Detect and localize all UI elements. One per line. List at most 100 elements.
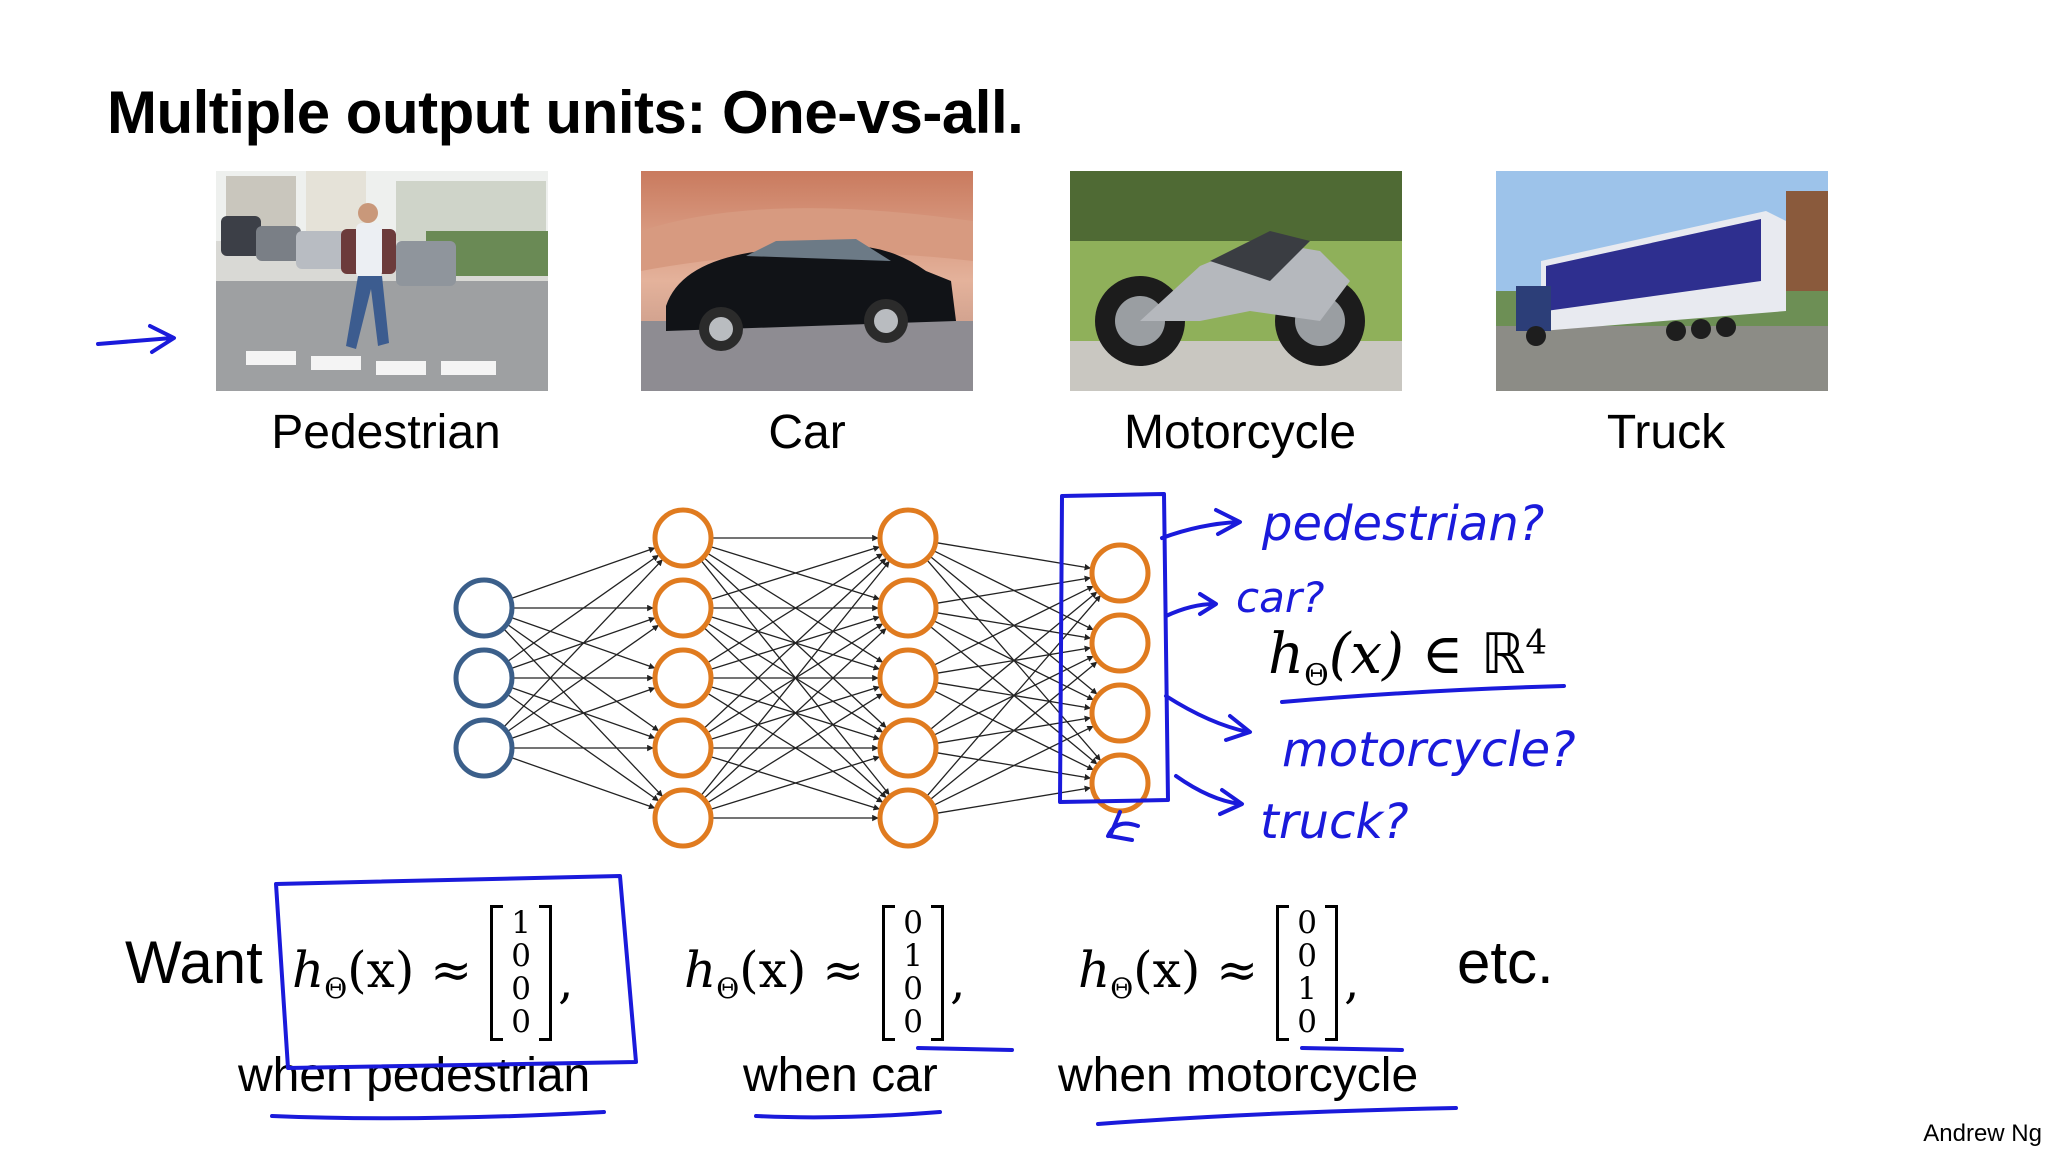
network-edge — [703, 556, 887, 729]
hypothesis-arg: (x) ≈ — [347, 940, 473, 999]
slide-title: Multiple output units: One-vs-all. — [107, 79, 1024, 146]
truck-arrow — [1174, 774, 1244, 816]
output-space-sub: Θ — [1304, 658, 1329, 694]
motorcycle-arrow — [1164, 694, 1252, 742]
class-label-pedestrian: Pedestrian — [271, 406, 501, 459]
hypothesis-pedestrian: hΘ(x) ≈ 1 0 0 0 , — [292, 904, 574, 1041]
comma: , — [558, 954, 574, 1010]
network-edge — [510, 616, 656, 670]
hidden-node — [877, 507, 939, 569]
hidden-node — [877, 787, 939, 849]
input-arrow — [96, 324, 176, 354]
hidden-node — [652, 577, 714, 639]
output-space-in: ∈ — [1421, 622, 1464, 687]
hidden-node — [652, 647, 714, 709]
output-node — [1089, 612, 1151, 674]
network-edge — [706, 552, 884, 663]
network-edge — [932, 619, 1094, 701]
network-edge — [703, 627, 887, 800]
network-edge — [706, 692, 884, 803]
hypothesis-expression: hΘ(x) ≈ — [292, 941, 472, 1005]
underline-motorcycle — [1096, 1106, 1458, 1126]
network-edge — [506, 623, 659, 732]
caption-when-car: when car — [743, 1049, 938, 1102]
network-edge — [506, 693, 659, 802]
vector-entry: 1 — [511, 904, 532, 941]
vector-entry: 0 — [903, 970, 924, 1007]
network-edge — [935, 645, 1092, 675]
class-label-motorcycle: Motorcycle — [1123, 406, 1357, 459]
output-space-h: h — [1268, 622, 1305, 687]
vector-entry: 1 — [1297, 970, 1318, 1007]
hidden-node — [877, 577, 939, 639]
annotation-pedestrian: pedestrian? — [1261, 496, 1544, 552]
hypothesis-sub: Θ — [716, 971, 740, 1005]
output-space-arg: (x) — [1328, 622, 1404, 687]
network-edge — [502, 627, 663, 797]
network-edge — [935, 681, 1092, 711]
etc-label: etc. — [1457, 929, 1554, 996]
vector-entry: 0 — [903, 1003, 924, 1040]
comma: , — [950, 954, 966, 1010]
hypothesis-h: h — [292, 940, 325, 999]
network-edge — [932, 549, 1094, 631]
hypothesis-expression: hΘ(x) ≈ — [684, 941, 864, 1005]
network-edge — [510, 686, 656, 740]
network-edge — [935, 715, 1092, 745]
underline-car — [754, 1110, 942, 1120]
target-vector: 0 1 0 0 — [882, 904, 945, 1041]
hidden-node — [877, 717, 939, 779]
class-label-truck: Truck — [1606, 406, 1726, 459]
network-edge — [706, 622, 884, 733]
network-edge — [932, 655, 1094, 737]
network-edge — [700, 559, 890, 796]
network-edge — [709, 615, 880, 671]
vector-entry: 0 — [511, 937, 532, 974]
hypothesis-expression: hΘ(x) ≈ — [1078, 941, 1258, 1005]
output-bracket-arrow — [1106, 810, 1140, 842]
target-vector: 0 0 1 0 — [1276, 904, 1339, 1041]
vector-entry: 0 — [903, 904, 924, 941]
network-edge — [510, 616, 656, 670]
network-edge — [935, 611, 1092, 641]
author-credit: Andrew Ng — [1923, 1120, 2042, 1147]
network-edge — [502, 559, 663, 729]
network-edge — [932, 585, 1094, 667]
network-edge — [510, 686, 656, 740]
annotation-truck: truck? — [1260, 794, 1409, 850]
pedestrian-photo — [216, 171, 548, 391]
output-layer-box — [1058, 492, 1170, 804]
network-edge — [506, 624, 659, 733]
underline-pedestrian — [270, 1110, 606, 1121]
network-edge — [706, 553, 884, 664]
output-space-expression: hΘ(x) ∈ ℝ4 — [1268, 622, 1547, 693]
hypothesis-sub: Θ — [324, 971, 348, 1005]
network-edge — [925, 595, 1101, 798]
truck-photo — [1496, 171, 1828, 391]
annotation-car: car? — [1236, 573, 1324, 622]
network-edge — [929, 625, 1098, 765]
hidden-node — [652, 717, 714, 779]
car-arrow — [1164, 592, 1218, 618]
output-space-set: ℝ — [1481, 622, 1526, 687]
network-edge — [506, 554, 659, 663]
network-edge — [709, 685, 880, 741]
hypothesis-h: h — [684, 940, 717, 999]
hypothesis-arg: (x) ≈ — [739, 940, 865, 999]
network-edge — [709, 545, 880, 601]
input-node — [453, 577, 515, 639]
network-edge — [935, 785, 1092, 815]
network-edge — [929, 591, 1098, 731]
hypothesis-arg: (x) ≈ — [1133, 940, 1259, 999]
network-edge — [929, 661, 1098, 801]
network-edge — [932, 689, 1094, 771]
hypothesis-car: hΘ(x) ≈ 0 1 0 0 , — [684, 904, 966, 1041]
hypothesis-h: h — [1078, 940, 1111, 999]
network-edge — [935, 575, 1092, 605]
network-edge — [700, 560, 890, 797]
hidden-node — [652, 787, 714, 849]
input-node — [453, 717, 515, 779]
vector-entry: 0 — [511, 970, 532, 1007]
network-edge — [703, 626, 887, 799]
